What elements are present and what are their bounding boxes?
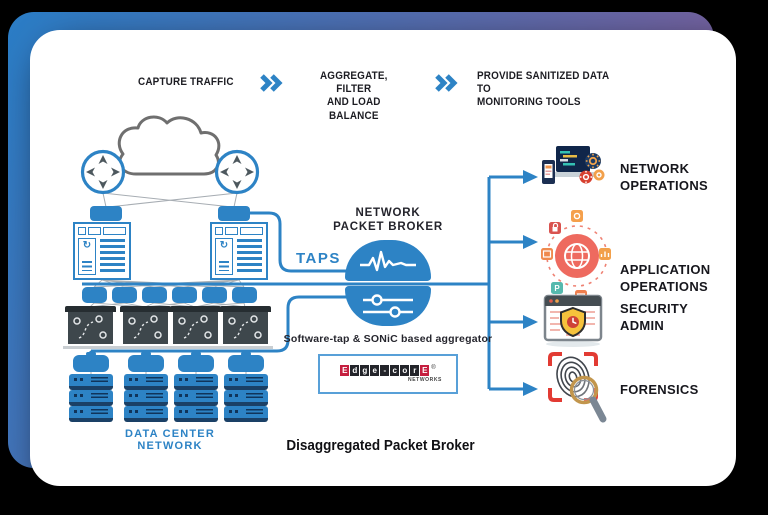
network-operations-icon	[542, 146, 605, 184]
router-cross-links	[102, 192, 238, 208]
pulse-icon	[345, 240, 431, 281]
data-center-network-label: DATA CENTER NETWORK	[125, 428, 215, 452]
leaf-port-icon	[142, 287, 167, 303]
leaf-port-icon	[172, 287, 197, 303]
tap-node-icon	[178, 352, 214, 372]
logo-subtext: NETWORKS	[408, 377, 442, 383]
vendor-logo: E d g e - c o r E ® NETWORKS	[318, 354, 458, 394]
leaf-port-icon	[232, 287, 257, 303]
logo-tile: r	[410, 365, 420, 376]
server-stack-icon	[69, 374, 113, 422]
application-operations-icon: P	[541, 210, 611, 302]
arrowhead-1	[523, 170, 538, 184]
server-stack-icon	[174, 374, 218, 422]
leaf-port-icon	[112, 287, 137, 303]
server-stack-icon	[224, 374, 268, 422]
arrowhead-3	[523, 315, 538, 329]
registered-mark: ®	[431, 365, 436, 371]
spine-port-block	[90, 206, 122, 221]
header-step-provide: PROVIDE SANITIZED DATA TO MONITORING TOO…	[477, 70, 609, 109]
packet-broker-title: NETWORK PACKET BROKER	[333, 207, 443, 234]
arrowhead-4	[523, 382, 538, 396]
chevron-right-icon	[435, 74, 458, 92]
broker-caption: Software-tap & SONiC based aggregator	[283, 333, 493, 345]
spine-switch-icon: ↻	[210, 222, 268, 280]
destination-label-network-operations: NETWORK OPERATIONS	[620, 161, 708, 194]
arrowhead-2	[523, 235, 538, 249]
cloud-icon	[117, 115, 221, 176]
logo-letter-tiles: E d g e - c o r E ®	[340, 365, 436, 376]
leaf-port-icon	[82, 287, 107, 303]
forensics-icon	[548, 352, 607, 423]
security-admin-icon	[543, 294, 603, 347]
server-stack-icon	[124, 374, 168, 422]
distribution-trunk	[487, 175, 523, 391]
tor-switch-icon	[118, 306, 173, 349]
tor-switch-icon	[218, 306, 273, 349]
destination-label-application-operations: APPLICATION OPERATIONS	[620, 262, 711, 295]
tap-line-top	[250, 211, 347, 273]
spine-switch-icon: ↻	[73, 222, 131, 280]
logo-tile: -	[380, 365, 390, 376]
leaf-port-icon	[202, 287, 227, 303]
tap-node-icon	[128, 352, 164, 372]
tap-node-icon	[73, 352, 109, 372]
tap-node-icon	[228, 352, 264, 372]
logo-tile: d	[350, 365, 360, 376]
logo-tile: E	[340, 365, 350, 376]
logo-tile: g	[360, 365, 370, 376]
tor-server-links	[90, 350, 247, 374]
router-icon	[214, 149, 260, 195]
spine-port-block	[218, 206, 250, 221]
logo-tile: e	[370, 365, 380, 376]
destination-label-security-admin: SECURITY ADMIN	[620, 301, 689, 334]
tor-switch-icon	[168, 306, 223, 349]
logo-tile: o	[400, 365, 410, 376]
sliders-icon	[345, 286, 431, 326]
taps-label: TAPS	[296, 250, 341, 267]
header-step-aggregate: AGGREGATE, FILTER AND LOAD BALANCE	[319, 70, 388, 122]
leaf-tor-links	[89, 302, 246, 308]
tor-switch-icon	[63, 306, 118, 349]
router-icon	[80, 149, 126, 195]
logo-tile: E	[420, 365, 430, 376]
svg-text:P: P	[554, 284, 560, 293]
packet-broker-icon	[345, 240, 431, 326]
chevron-right-icon	[260, 74, 283, 92]
header-step-capture: CAPTURE TRAFFIC	[138, 76, 234, 88]
diagram-title: Disaggregated Packet Broker	[286, 437, 475, 454]
destination-label-forensics: FORENSICS	[620, 382, 699, 397]
logo-tile: c	[390, 365, 400, 376]
